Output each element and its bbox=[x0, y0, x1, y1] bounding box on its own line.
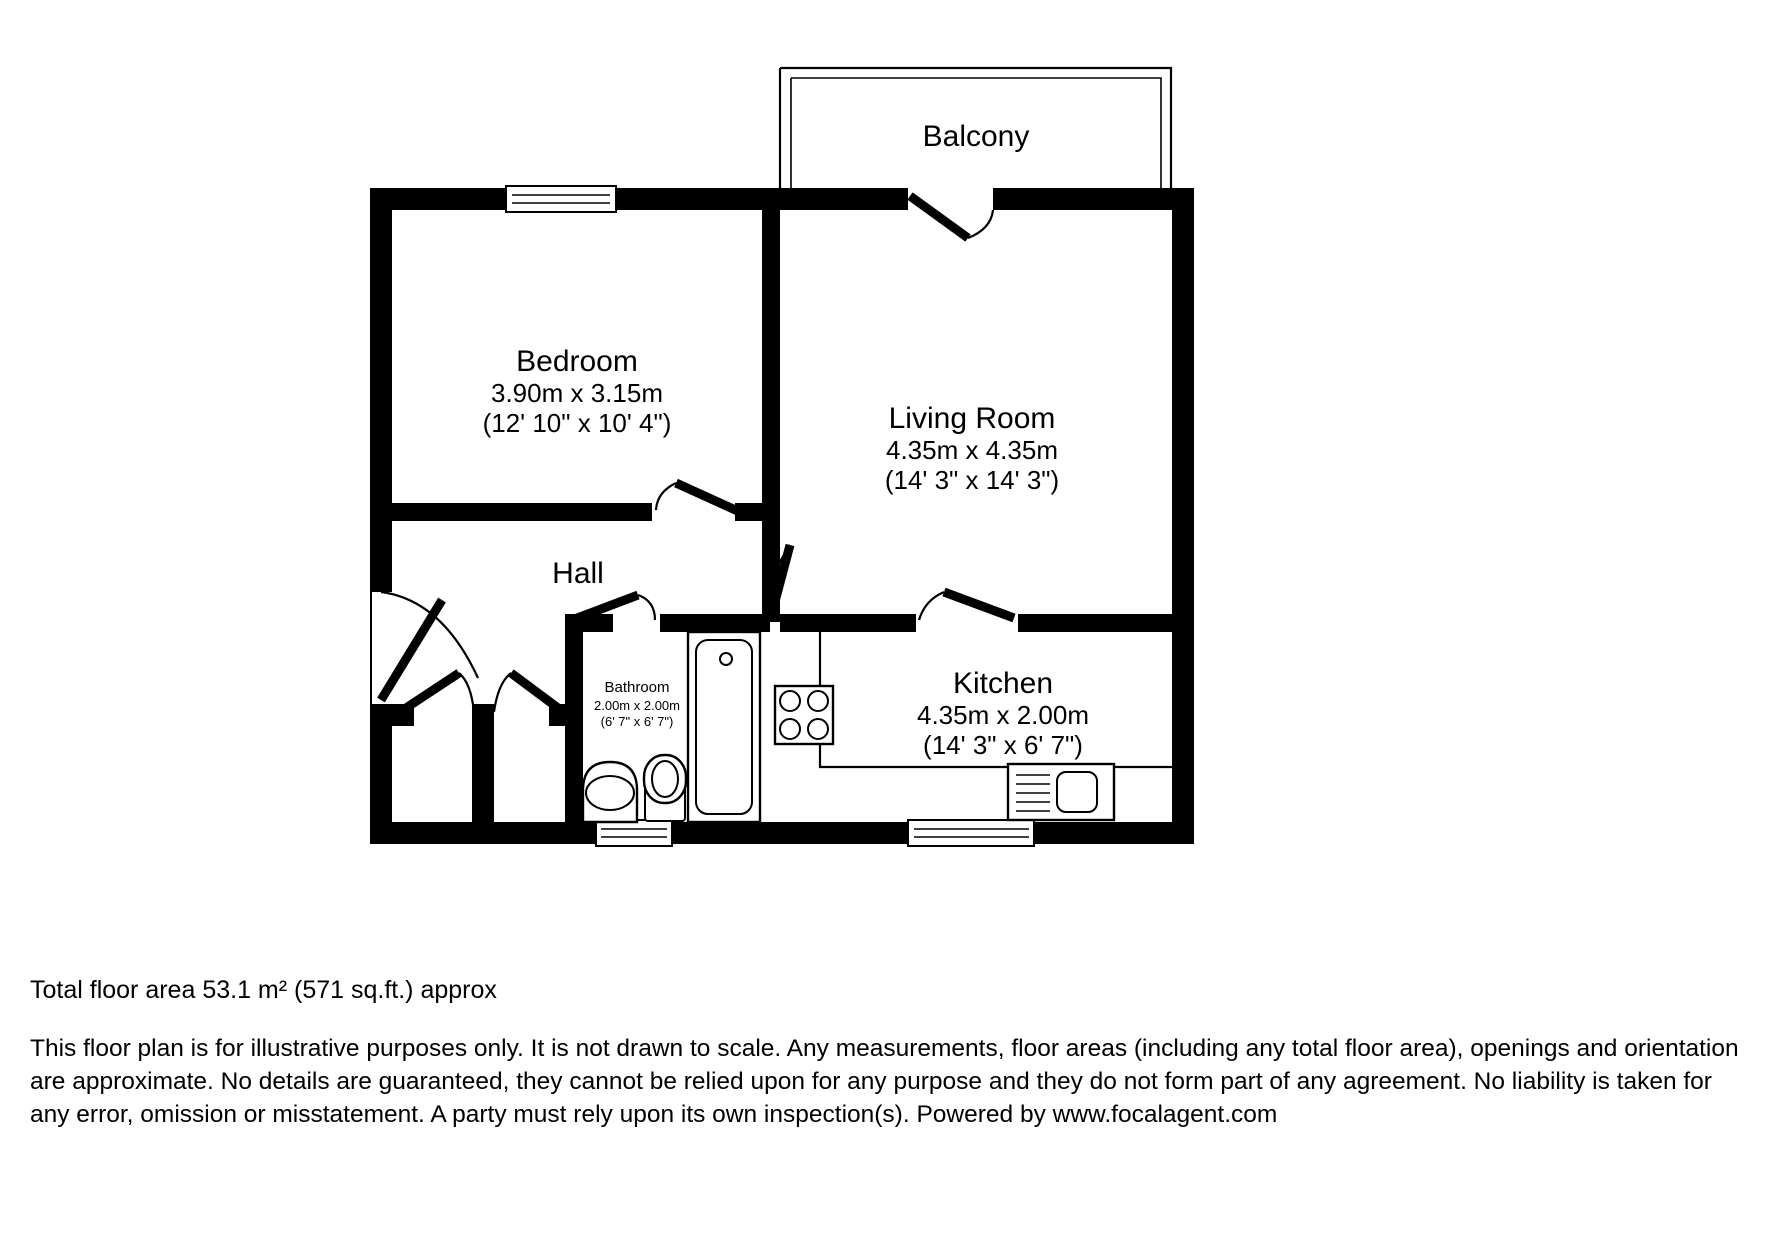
bedroom-imperial: (12' 10" x 10' 4") bbox=[483, 408, 672, 438]
door-bathroom bbox=[570, 590, 657, 625]
balcony-outline bbox=[778, 66, 1173, 196]
door-balcony bbox=[907, 188, 995, 242]
window-kitchen-south bbox=[907, 819, 1035, 847]
hob-cooker bbox=[773, 684, 835, 746]
room-label-living-room: Living Room 4.35m x 4.35m (14' 3" x 14' … bbox=[885, 402, 1059, 495]
bathroom-metric: 2.00m x 2.00m bbox=[594, 698, 680, 713]
room-label-kitchen: Kitchen 4.35m x 2.00m (14' 3" x 6' 7") bbox=[917, 667, 1089, 760]
inner-walls bbox=[392, 188, 1194, 844]
room-label-bedroom: Bedroom 3.90m x 3.15m (12' 10" x 10' 4") bbox=[483, 345, 672, 438]
wash-basin bbox=[581, 760, 639, 824]
living-room-imperial: (14' 3" x 14' 3") bbox=[885, 465, 1059, 495]
door-entrance bbox=[372, 590, 479, 704]
toilet bbox=[642, 753, 688, 822]
hall-label: Hall bbox=[552, 557, 604, 590]
window-bathroom-south bbox=[595, 819, 673, 847]
door-bedroom bbox=[654, 478, 744, 518]
disclaimer-text: This floor plan is for illustrative purp… bbox=[30, 1035, 1739, 1128]
room-label-bathroom: Bathroom 2.00m x 2.00m (6' 7" x 6' 7") bbox=[594, 679, 680, 729]
window-bedroom-north bbox=[505, 185, 617, 213]
kitchen-label: Kitchen bbox=[953, 667, 1053, 700]
footer: Total floor area 53.1 m² (571 sq.ft.) ap… bbox=[30, 975, 1750, 1131]
door-cupboard-right bbox=[492, 669, 561, 713]
room-label-balcony: Balcony bbox=[923, 120, 1030, 153]
balcony-label: Balcony bbox=[923, 120, 1030, 153]
bedroom-label: Bedroom bbox=[516, 345, 638, 378]
kitchen-imperial: (14' 3" x 6' 7") bbox=[923, 730, 1083, 760]
room-label-hall: Hall bbox=[552, 557, 604, 590]
door-kitchen bbox=[917, 587, 1016, 623]
bedroom-metric: 3.90m x 3.15m bbox=[491, 378, 663, 408]
bathroom-label: Bathroom bbox=[604, 679, 669, 696]
kitchen-metric: 4.35m x 2.00m bbox=[917, 700, 1089, 730]
bathroom-imperial: (6' 7" x 6' 7") bbox=[601, 714, 674, 729]
living-room-label: Living Room bbox=[889, 402, 1056, 435]
total-floor-area: Total floor area 53.1 m² (571 sq.ft.) ap… bbox=[30, 976, 497, 1004]
kitchen-sink bbox=[1006, 762, 1116, 822]
floor-plan-drawing: Balcony bbox=[370, 66, 1194, 847]
door-cupboard-left bbox=[403, 669, 476, 713]
bath-tub bbox=[686, 630, 762, 824]
living-room-metric: 4.35m x 4.35m bbox=[886, 435, 1058, 465]
door-living-room bbox=[763, 543, 795, 615]
